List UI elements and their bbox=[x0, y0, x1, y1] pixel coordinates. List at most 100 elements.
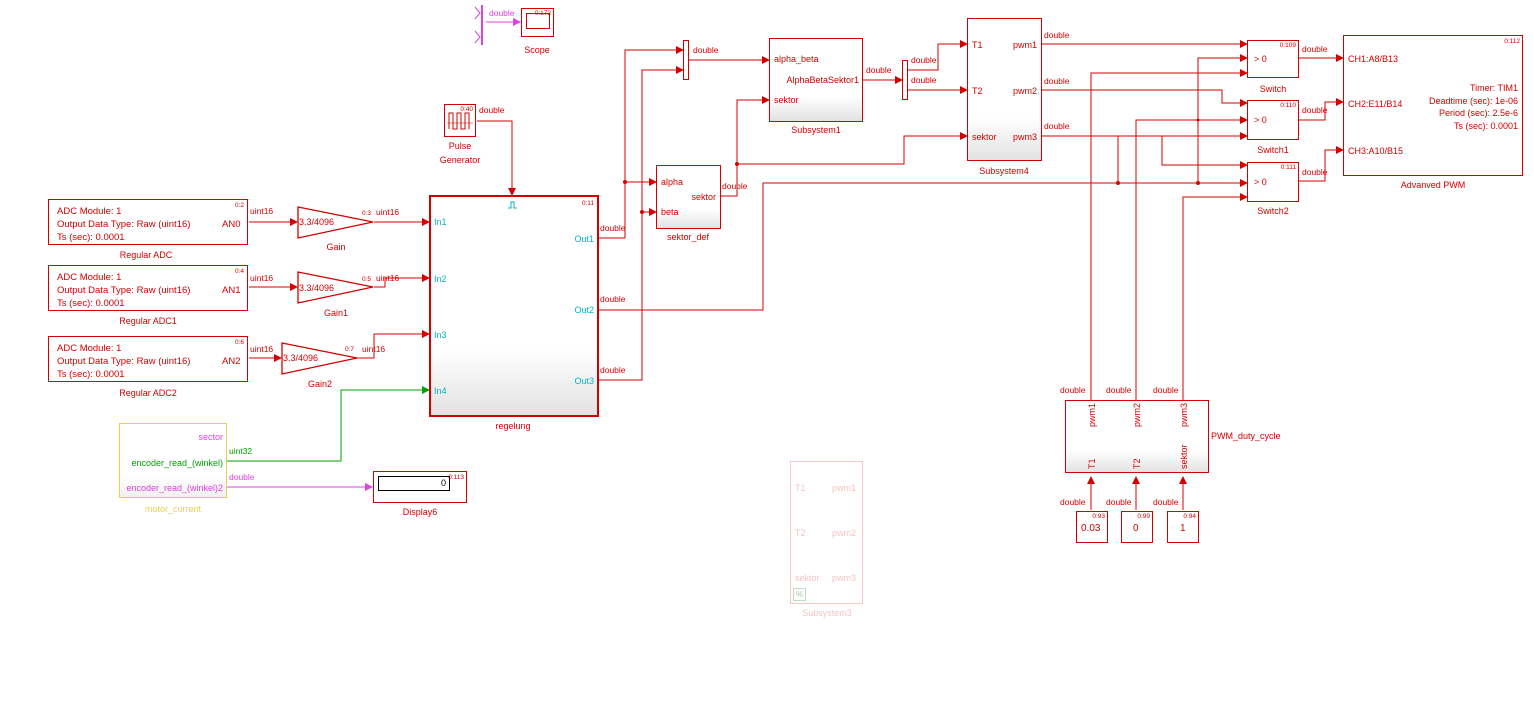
switch-block[interactable]: > 0 0:109 bbox=[1247, 40, 1299, 78]
scope-sample: 0:172 bbox=[534, 10, 551, 17]
switch1-sample: 0:110 bbox=[1280, 102, 1296, 109]
sub4-signal-1: double bbox=[1044, 30, 1070, 40]
adc-ts-text: Ts (sec): 0.0001 bbox=[57, 369, 125, 380]
wire-encoder-in4 bbox=[227, 386, 430, 462]
pwm-duty-cycle-block[interactable]: pwm1 pwm2 pwm3 T1 T2 sektor bbox=[1065, 400, 1209, 473]
adc-ts-text: Ts (sec): 0.0001 bbox=[57, 298, 125, 309]
duty-pwm2-port: pwm2 bbox=[1132, 402, 1142, 427]
wire-duty-pwm2-switch1 bbox=[1135, 116, 1248, 400]
sub1-sektor-port: sektor bbox=[774, 95, 799, 105]
gain-label: Gain bbox=[326, 242, 346, 252]
out3-signal: double bbox=[600, 365, 626, 375]
display-value: 0 bbox=[440, 478, 446, 488]
adc-signal: uint16 bbox=[250, 206, 274, 216]
display-sample: 0:113 bbox=[448, 474, 464, 481]
sub4-pwm3-port: pwm3 bbox=[1012, 132, 1037, 142]
display6-label: Display6 bbox=[402, 507, 438, 517]
sektor-def-alpha-port: alpha bbox=[661, 177, 684, 187]
duty-pwm1-port: pwm1 bbox=[1087, 402, 1097, 427]
pwm-ts-text: Ts (sec): 0.0001 bbox=[1453, 121, 1518, 131]
mux1-signal: double bbox=[693, 45, 719, 55]
pulse-generator-block[interactable]: 0:40 bbox=[444, 104, 476, 137]
regelung-subsystem[interactable]: In1 In2 In3 In4 Out1 Out2 Out3 0:11 bbox=[429, 195, 599, 417]
gain-value: 3.3/4096 bbox=[299, 217, 335, 227]
encoder-signal: uint32 bbox=[229, 446, 253, 456]
sektor-def-block[interactable]: alpha beta sektor bbox=[656, 165, 721, 229]
encoder-sector-port: sector bbox=[198, 432, 223, 442]
adc-sample: 0:4 bbox=[234, 268, 244, 275]
switch2-block[interactable]: > 0 0:111 bbox=[1247, 162, 1299, 202]
constant-t2-sample: 0:99 bbox=[1137, 513, 1150, 520]
adc-datatype-text: Output Data Type: Raw (uint16) bbox=[57, 219, 191, 230]
wire-duty-pwm1-switch bbox=[1090, 69, 1248, 400]
subsystem1-block[interactable]: alpha_beta sektor AlphaBetaSektor1 bbox=[769, 38, 863, 122]
motor-current-block[interactable]: sector encoder_read_(winkel) encoder_rea… bbox=[119, 423, 227, 498]
constant-sektor-sample: 0:94 bbox=[1183, 513, 1196, 520]
mux2-block[interactable] bbox=[902, 60, 908, 100]
regelung-label: regelung bbox=[495, 421, 531, 431]
adc-module-text: ADC Module: 1 bbox=[57, 343, 122, 354]
subsystem3-wrapper: T1 T2 sektor pwm1 pwm2 pwm3 % Subsystem3 bbox=[784, 460, 874, 620]
pulse-sample: 0:40 bbox=[460, 106, 473, 113]
gain-sample: 0:3 bbox=[362, 210, 372, 217]
constant-t2-value: 0 bbox=[1133, 523, 1139, 534]
trigger-icon bbox=[508, 201, 517, 209]
switch1-condition: > 0 bbox=[1254, 115, 1267, 125]
port-in4: In4 bbox=[434, 386, 447, 396]
adc-module-text: ADC Module: 1 bbox=[57, 272, 122, 283]
adc-sample: 0:6 bbox=[234, 339, 244, 346]
mux2-signal-1: double bbox=[911, 55, 937, 65]
sub4-signal-3: double bbox=[1044, 121, 1070, 131]
gain-block[interactable] bbox=[297, 206, 375, 240]
sub4-pwm2-port: pwm2 bbox=[1012, 86, 1037, 96]
constant-t1-sample: 0:93 bbox=[1092, 513, 1105, 520]
scope-label: Scope bbox=[524, 45, 550, 55]
mux1-block[interactable] bbox=[683, 40, 689, 80]
branch-point bbox=[1116, 181, 1120, 185]
duty-bottom-signal-2: double bbox=[1106, 497, 1132, 507]
constant-t1-value: 0.03 bbox=[1081, 523, 1101, 534]
adc-sample: 0:2 bbox=[234, 202, 244, 209]
subsystem3-block[interactable]: T1 T2 sektor pwm1 pwm2 pwm3 % bbox=[790, 461, 863, 604]
wire-pwm2-switch1 bbox=[1041, 89, 1248, 107]
regular-adc2-block[interactable]: ADC Module: 1 Output Data Type: Raw (uin… bbox=[48, 336, 248, 382]
gain1-sample: 0:5 bbox=[362, 276, 372, 283]
regular-adc1-block[interactable]: ADC Module: 1 Output Data Type: Raw (uin… bbox=[48, 265, 248, 311]
display6-block[interactable]: 0 0:113 bbox=[373, 471, 467, 503]
gain2-value: 3.3/4096 bbox=[283, 353, 319, 363]
duty-bottom-signal-3: double bbox=[1153, 497, 1179, 507]
duty-top-signal-2: double bbox=[1106, 385, 1132, 395]
switch-sample: 0:109 bbox=[1279, 42, 1296, 49]
out2-signal: double bbox=[600, 294, 626, 304]
gain2-block[interactable] bbox=[281, 342, 359, 376]
pulse-label-1: Pulse bbox=[448, 141, 472, 151]
gain1-block[interactable] bbox=[297, 271, 375, 305]
adc-port: AN1 bbox=[222, 285, 241, 296]
branch-point bbox=[623, 180, 627, 184]
constant-t2-block[interactable]: 0 0:99 bbox=[1121, 511, 1153, 543]
sub1-signal: double bbox=[866, 65, 892, 75]
scope-block[interactable]: 0:172 bbox=[521, 8, 554, 37]
subsystem4-block[interactable]: T1 T2 sektor pwm1 pwm2 pwm3 bbox=[967, 18, 1042, 161]
gain1-label: Gain1 bbox=[323, 308, 349, 318]
port-in1: In1 bbox=[434, 217, 447, 227]
branch-point bbox=[1196, 181, 1200, 185]
pwm-sample: 0:112 bbox=[1504, 38, 1520, 45]
constant-t1-block[interactable]: 0.03 0:93 bbox=[1076, 511, 1108, 543]
pwm-deadtime-text: Deadtime (sec): 1e-06 bbox=[1428, 96, 1518, 106]
switch2-sample: 0:111 bbox=[1280, 164, 1296, 171]
subsystem1-label: Subsystem1 bbox=[791, 125, 841, 135]
constant-sektor-block[interactable]: 1 0:94 bbox=[1167, 511, 1199, 543]
advanced-pwm-block[interactable]: CH1:A8/B13 CH2:E11/B14 CH3:A10/B15 Timer… bbox=[1343, 35, 1523, 176]
port-in2: In2 bbox=[434, 274, 447, 284]
pwm-duty-cycle-label: PWM_duty_cycle bbox=[1211, 431, 1281, 441]
gain1-signal: uint16 bbox=[376, 273, 400, 283]
regular-adc-block[interactable]: ADC Module: 1 Output Data Type: Raw (uin… bbox=[48, 199, 248, 245]
port-in3: In3 bbox=[434, 330, 447, 340]
sub4-t2-port: T2 bbox=[972, 86, 983, 96]
gain-signal: uint16 bbox=[376, 207, 400, 217]
duty-t1-port: T1 bbox=[1087, 458, 1097, 469]
sub3-sektor-port: sektor bbox=[795, 573, 820, 583]
switch1-block[interactable]: > 0 0:110 bbox=[1247, 100, 1299, 140]
adc-port: AN2 bbox=[222, 356, 241, 367]
